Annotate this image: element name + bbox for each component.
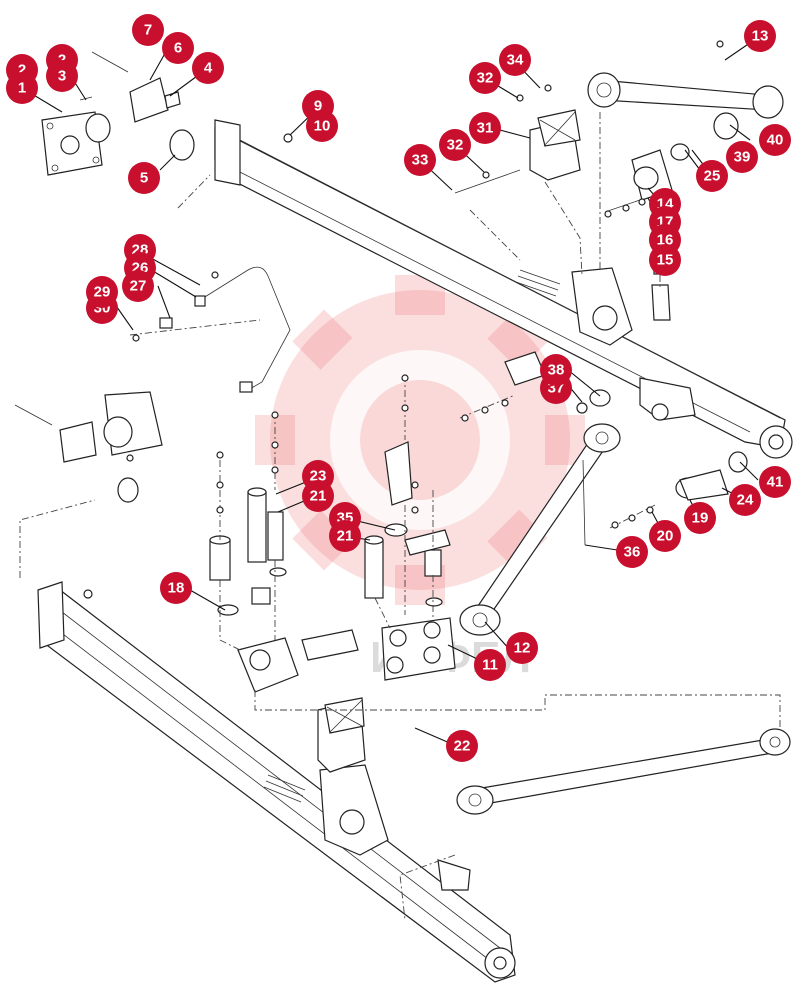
svg-text:23: 23	[310, 468, 327, 485]
center-pin-assembly	[209, 351, 748, 693]
callout-11: 11	[474, 649, 506, 681]
callout-15: 15	[649, 244, 681, 276]
svg-text:6: 6	[174, 40, 182, 57]
callout-34: 34	[499, 44, 531, 76]
svg-text:21: 21	[310, 488, 327, 505]
svg-text:7: 7	[144, 22, 152, 39]
svg-text:36: 36	[624, 544, 641, 561]
callout-21b: 21	[329, 520, 361, 552]
callout-21a: 21	[302, 480, 334, 512]
svg-text:33: 33	[412, 152, 429, 169]
callout-32a: 32	[469, 62, 501, 94]
svg-text:9: 9	[314, 98, 322, 115]
svg-text:11: 11	[482, 657, 498, 674]
upper-lift-arm	[214, 119, 793, 459]
svg-text:22: 22	[454, 738, 471, 755]
svg-text:4: 4	[204, 60, 213, 77]
callout-6: 6	[162, 32, 194, 64]
callout-12: 12	[506, 632, 538, 664]
part-callouts: 2 1 2 3 7 6 4 5 9 10 34 32 31 32 33 13 4…	[6, 14, 791, 762]
callout-13: 13	[744, 20, 776, 52]
svg-text:2: 2	[18, 62, 26, 79]
svg-text:13: 13	[752, 28, 769, 45]
callout-1: 1	[6, 72, 38, 104]
svg-text:32: 32	[447, 137, 464, 154]
svg-text:16: 16	[657, 232, 674, 249]
callout-4: 4	[192, 52, 224, 84]
callout-29: 29	[86, 276, 118, 308]
svg-text:24: 24	[737, 492, 754, 509]
callout-7: 7	[132, 14, 164, 46]
callout-25: 25	[696, 160, 728, 192]
svg-text:34: 34	[507, 52, 524, 69]
svg-text:27: 27	[130, 278, 147, 295]
svg-text:31: 31	[477, 120, 494, 137]
svg-text:12: 12	[514, 640, 531, 657]
callout-36: 36	[616, 536, 648, 568]
callout-18: 18	[160, 572, 192, 604]
callout-27: 27	[122, 270, 154, 302]
svg-text:10: 10	[314, 118, 331, 135]
callout-41: 41	[759, 466, 791, 498]
callout-20: 20	[649, 520, 681, 552]
svg-text:21: 21	[337, 528, 354, 545]
callout-5: 5	[128, 162, 160, 194]
callout-22: 22	[446, 730, 478, 762]
callout-39: 39	[726, 141, 758, 173]
callout-40: 40	[759, 124, 791, 156]
pivot-bracket-upper	[41, 51, 293, 176]
svg-text:19: 19	[692, 510, 709, 527]
callout-32b: 32	[439, 129, 471, 161]
svg-text:29: 29	[94, 284, 111, 301]
svg-text:25: 25	[704, 168, 721, 185]
callout-3: 3	[46, 60, 78, 92]
pivot-bracket-lower	[14, 391, 163, 599]
svg-text:3: 3	[58, 68, 66, 85]
svg-text:40: 40	[767, 132, 784, 149]
lower-link-rod	[456, 728, 791, 815]
svg-text:41: 41	[767, 474, 784, 491]
callout-19: 19	[684, 502, 716, 534]
svg-text:18: 18	[168, 580, 185, 597]
svg-text:39: 39	[734, 149, 751, 166]
svg-text:32: 32	[477, 70, 494, 87]
svg-text:38: 38	[548, 362, 565, 379]
callout-31: 31	[469, 112, 501, 144]
svg-text:1: 1	[18, 80, 26, 97]
callout-33: 33	[404, 144, 436, 176]
upper-link-rod	[587, 72, 784, 161]
callout-38: 38	[540, 354, 572, 386]
diagonal-link-rod	[459, 423, 621, 636]
svg-text:5: 5	[140, 170, 148, 187]
callout-10: 10	[306, 110, 338, 142]
svg-text:20: 20	[657, 528, 674, 545]
curved-pipe	[159, 266, 291, 393]
callout-24: 24	[729, 484, 761, 516]
lower-lift-arm	[37, 581, 516, 983]
mounting-bracket-upper	[454, 109, 581, 194]
svg-text:15: 15	[657, 252, 674, 269]
mounting-bracket-lower	[317, 697, 366, 773]
